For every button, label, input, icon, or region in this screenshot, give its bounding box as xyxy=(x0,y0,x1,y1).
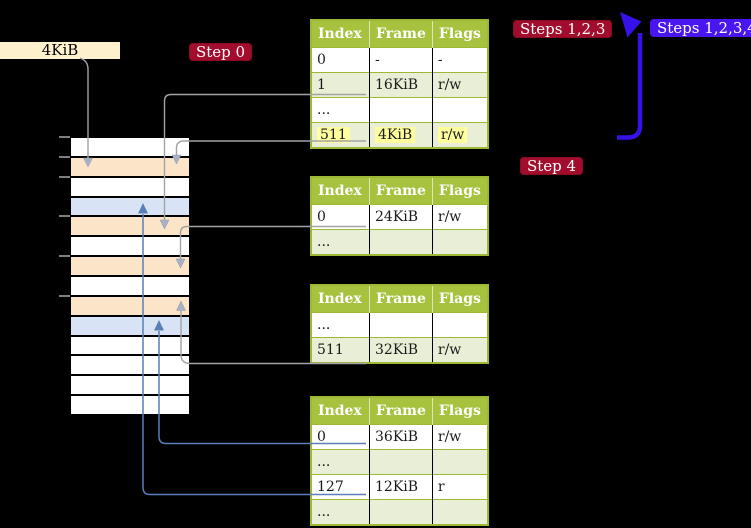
step4-badge: Step 4 xyxy=(520,157,584,175)
column-header: Frame xyxy=(369,20,433,48)
table-cell: ... xyxy=(311,97,370,123)
table-cell: 36KiB xyxy=(369,424,433,450)
column-header: Index xyxy=(311,397,370,425)
column-header: Frame xyxy=(369,177,433,205)
table-cell xyxy=(369,312,433,338)
memory-row-white xyxy=(71,396,189,415)
memory-row-orange xyxy=(71,217,189,236)
table-cell xyxy=(432,499,488,525)
table-row: ... xyxy=(311,449,488,475)
table-row: ... xyxy=(311,97,488,123)
table-cell: r/w xyxy=(432,424,488,450)
memory-row-white xyxy=(71,138,189,156)
table-row: 511 4KiB r/w xyxy=(311,122,488,148)
table-row: ... xyxy=(311,499,488,525)
table-cell xyxy=(432,229,488,255)
table-cell: 24KiB xyxy=(369,204,433,230)
column-header: Frame xyxy=(369,285,433,313)
table-cell xyxy=(432,449,488,475)
table-cell xyxy=(369,229,433,255)
memory-row-white xyxy=(71,336,189,355)
table-cell: ... xyxy=(311,449,370,475)
table-cell: r/w xyxy=(432,72,488,98)
table-row: 0-- xyxy=(311,47,488,73)
table-cell: 1 xyxy=(311,72,370,98)
table-cell: r/w xyxy=(432,337,488,363)
table-cell: 12KiB xyxy=(369,474,433,500)
steps-123-badge: Steps 1,2,3 xyxy=(513,20,613,38)
highlighted-cell-text: 4KiB xyxy=(375,127,416,143)
column-header: Index xyxy=(311,177,370,205)
table-cell xyxy=(369,97,433,123)
steps-1234-badge: Steps 1,2,3,4 xyxy=(650,19,751,37)
table-cell: 4KiB xyxy=(369,122,433,148)
table-cell: 0 xyxy=(311,47,370,73)
table-cell: 511 xyxy=(311,122,370,148)
steps-loop-arrow xyxy=(617,12,643,140)
memory-tick xyxy=(59,176,70,178)
table-row: ... xyxy=(311,229,488,255)
table-cell: 127 xyxy=(311,474,370,500)
table-cell: 511 xyxy=(311,337,370,363)
table-cell: r/w xyxy=(432,204,488,230)
highlighted-cell-text: r/w xyxy=(437,127,468,143)
column-header: Flags xyxy=(432,20,488,48)
memory-row-orange xyxy=(71,157,189,176)
memory-row-white xyxy=(71,277,189,295)
column-header: Index xyxy=(311,20,370,48)
memory-row-white xyxy=(71,237,189,256)
table-cell: r xyxy=(432,474,488,500)
table-cell xyxy=(432,97,488,123)
column-header: Index xyxy=(311,285,370,313)
table-row: ... xyxy=(311,312,488,338)
table-cell xyxy=(369,449,433,475)
memory-tick xyxy=(59,156,70,158)
memory-row-blue xyxy=(71,316,189,335)
table-cell: 0 xyxy=(311,424,370,450)
memory-row-white xyxy=(71,376,189,395)
memory-row-orange xyxy=(71,296,189,315)
step0-badge: Step 0 xyxy=(189,43,253,61)
table-cell: ... xyxy=(311,312,370,338)
memory-tick xyxy=(59,255,70,257)
frame-size-label: 4KiB xyxy=(0,42,120,59)
memory-row-orange xyxy=(71,257,189,276)
table-cell: ... xyxy=(311,229,370,255)
memory-row-white xyxy=(71,177,189,196)
column-header: Flags xyxy=(432,285,488,313)
column-header: Frame xyxy=(369,397,433,425)
table-cell xyxy=(432,312,488,338)
physical-memory-column xyxy=(70,137,190,415)
table-cell: r/w xyxy=(432,122,488,148)
table-cell: - xyxy=(369,47,433,73)
memory-row-white xyxy=(71,356,189,375)
table-cell xyxy=(369,499,433,525)
memory-tick xyxy=(59,295,70,297)
table-cell: - xyxy=(432,47,488,73)
column-header: Flags xyxy=(432,177,488,205)
memory-row-blue xyxy=(71,197,189,216)
table-cell: ... xyxy=(311,499,370,525)
highlighted-cell-text: 511 xyxy=(317,127,350,143)
column-header: Flags xyxy=(432,397,488,425)
memory-tick xyxy=(59,215,70,217)
table-cell: 0 xyxy=(311,204,370,230)
memory-tick xyxy=(59,136,70,138)
table-cell: 16KiB xyxy=(369,72,433,98)
table-cell: 32KiB xyxy=(369,337,433,363)
